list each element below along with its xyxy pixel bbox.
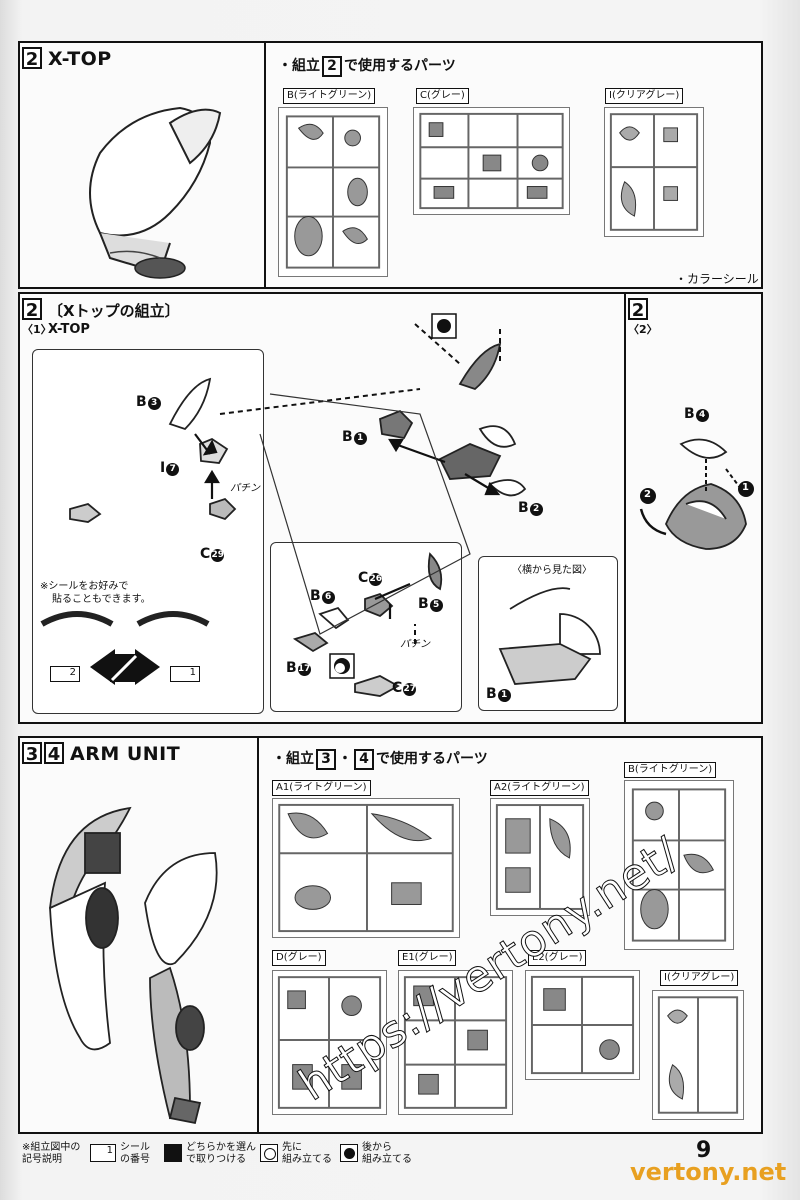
runner-b (624, 780, 734, 950)
runner-label-a1: A1(ライトグリーン) (272, 780, 371, 796)
step-number: 2 (22, 47, 42, 70)
snap-label: パチン (400, 639, 430, 650)
runner-e2 (525, 970, 640, 1080)
step-number-a: 3 (22, 742, 42, 765)
parts-heading-step-box-b: 4 (354, 749, 374, 770)
legend-assemble-first: 先に組み立てる (282, 1142, 332, 1165)
divider (264, 43, 266, 287)
runner-label-i: I(クリアグレー) (660, 970, 739, 986)
seal-note: ※シールをお好みで貼ることもできます。 (40, 581, 151, 605)
step-number: 2 (22, 298, 42, 321)
arrow-1-label: 1 (742, 482, 749, 493)
runner-a2 (490, 798, 590, 916)
part-b17: B17 (286, 660, 311, 676)
legend-choose-either: どちらかを選んで取りつける (186, 1142, 256, 1165)
runner-label-e2: E2(グレー) (528, 950, 587, 966)
runner-label-d: D(グレー) (272, 950, 326, 966)
runner-label-i: I(クリアグレー) (605, 88, 684, 104)
part-c27: C27 (392, 680, 417, 696)
step-2-1-frame: 2 〈1〉 〔Xトップの組立〕 X-TOP (18, 292, 626, 724)
runner-label-b: B(ライトグリーン) (283, 88, 376, 104)
parts-heading-step-box-a: 3 (316, 749, 336, 770)
xtop-illustration (89, 106, 222, 279)
seal-number-2: 2 (50, 666, 80, 682)
step-sub-index: 〈2〉 (628, 323, 658, 336)
step-title-jp: 〔Xトップの組立〕 (48, 302, 180, 320)
runner-e1 (398, 970, 513, 1115)
step-sub-index: 〈1〉 (22, 323, 52, 336)
detail-box-left (32, 349, 264, 714)
legend: ※組立図中の記号説明 1 シールの番号 どちらかを選んで取りつける 先に組み立て… (18, 1138, 418, 1172)
assemble-first-icon (260, 1144, 278, 1162)
side-view-label: 〈横から見た図〉 (512, 565, 592, 576)
runner-i (652, 990, 744, 1120)
choose-either-icon (164, 1144, 182, 1162)
runner-label-a2: A2(ライトグリーン) (490, 780, 589, 796)
divider (257, 738, 259, 1132)
runner-d (272, 970, 387, 1115)
legend-assemble-later: 後から組み立てる (362, 1142, 412, 1165)
arm-unit-illustration (49, 806, 218, 1125)
step-title: ARM UNIT (70, 743, 181, 765)
step-number: 2 (628, 298, 648, 321)
step-title: X-TOP (48, 48, 112, 70)
runner-label-e1: E1(グレー) (398, 950, 457, 966)
step-2-2-diagram (639, 438, 754, 550)
watermark-brand: vertony.net (630, 1158, 787, 1186)
legend-seal-number: シールの番号 (120, 1142, 150, 1165)
step-number-b: 4 (44, 742, 64, 765)
runner-b (278, 107, 388, 277)
step-title-en: X-TOP (48, 322, 90, 337)
runner-c (413, 107, 570, 215)
page-number: 9 (696, 1138, 712, 1163)
runner-a1 (272, 798, 460, 938)
runner-i (604, 107, 704, 237)
snap-label: パチン (230, 483, 260, 494)
part-c26: C26 (358, 570, 383, 586)
assembly-diagram (40, 313, 601, 697)
seal-number-1: 1 (170, 666, 200, 682)
seal-number-icon: 1 (90, 1144, 116, 1162)
color-seal-label: ・カラーシール (675, 272, 759, 286)
legend-title: ※組立図中の記号説明 (22, 1142, 81, 1165)
parts-heading-step-box: 2 (322, 56, 342, 77)
part-c29: C29 (200, 546, 225, 562)
runner-label-c: C(グレー) (416, 88, 469, 104)
runner-label-b: B(ライトグリーン) (624, 762, 717, 778)
assemble-later-icon (340, 1144, 358, 1162)
arrow-2-label: 2 (644, 489, 651, 500)
